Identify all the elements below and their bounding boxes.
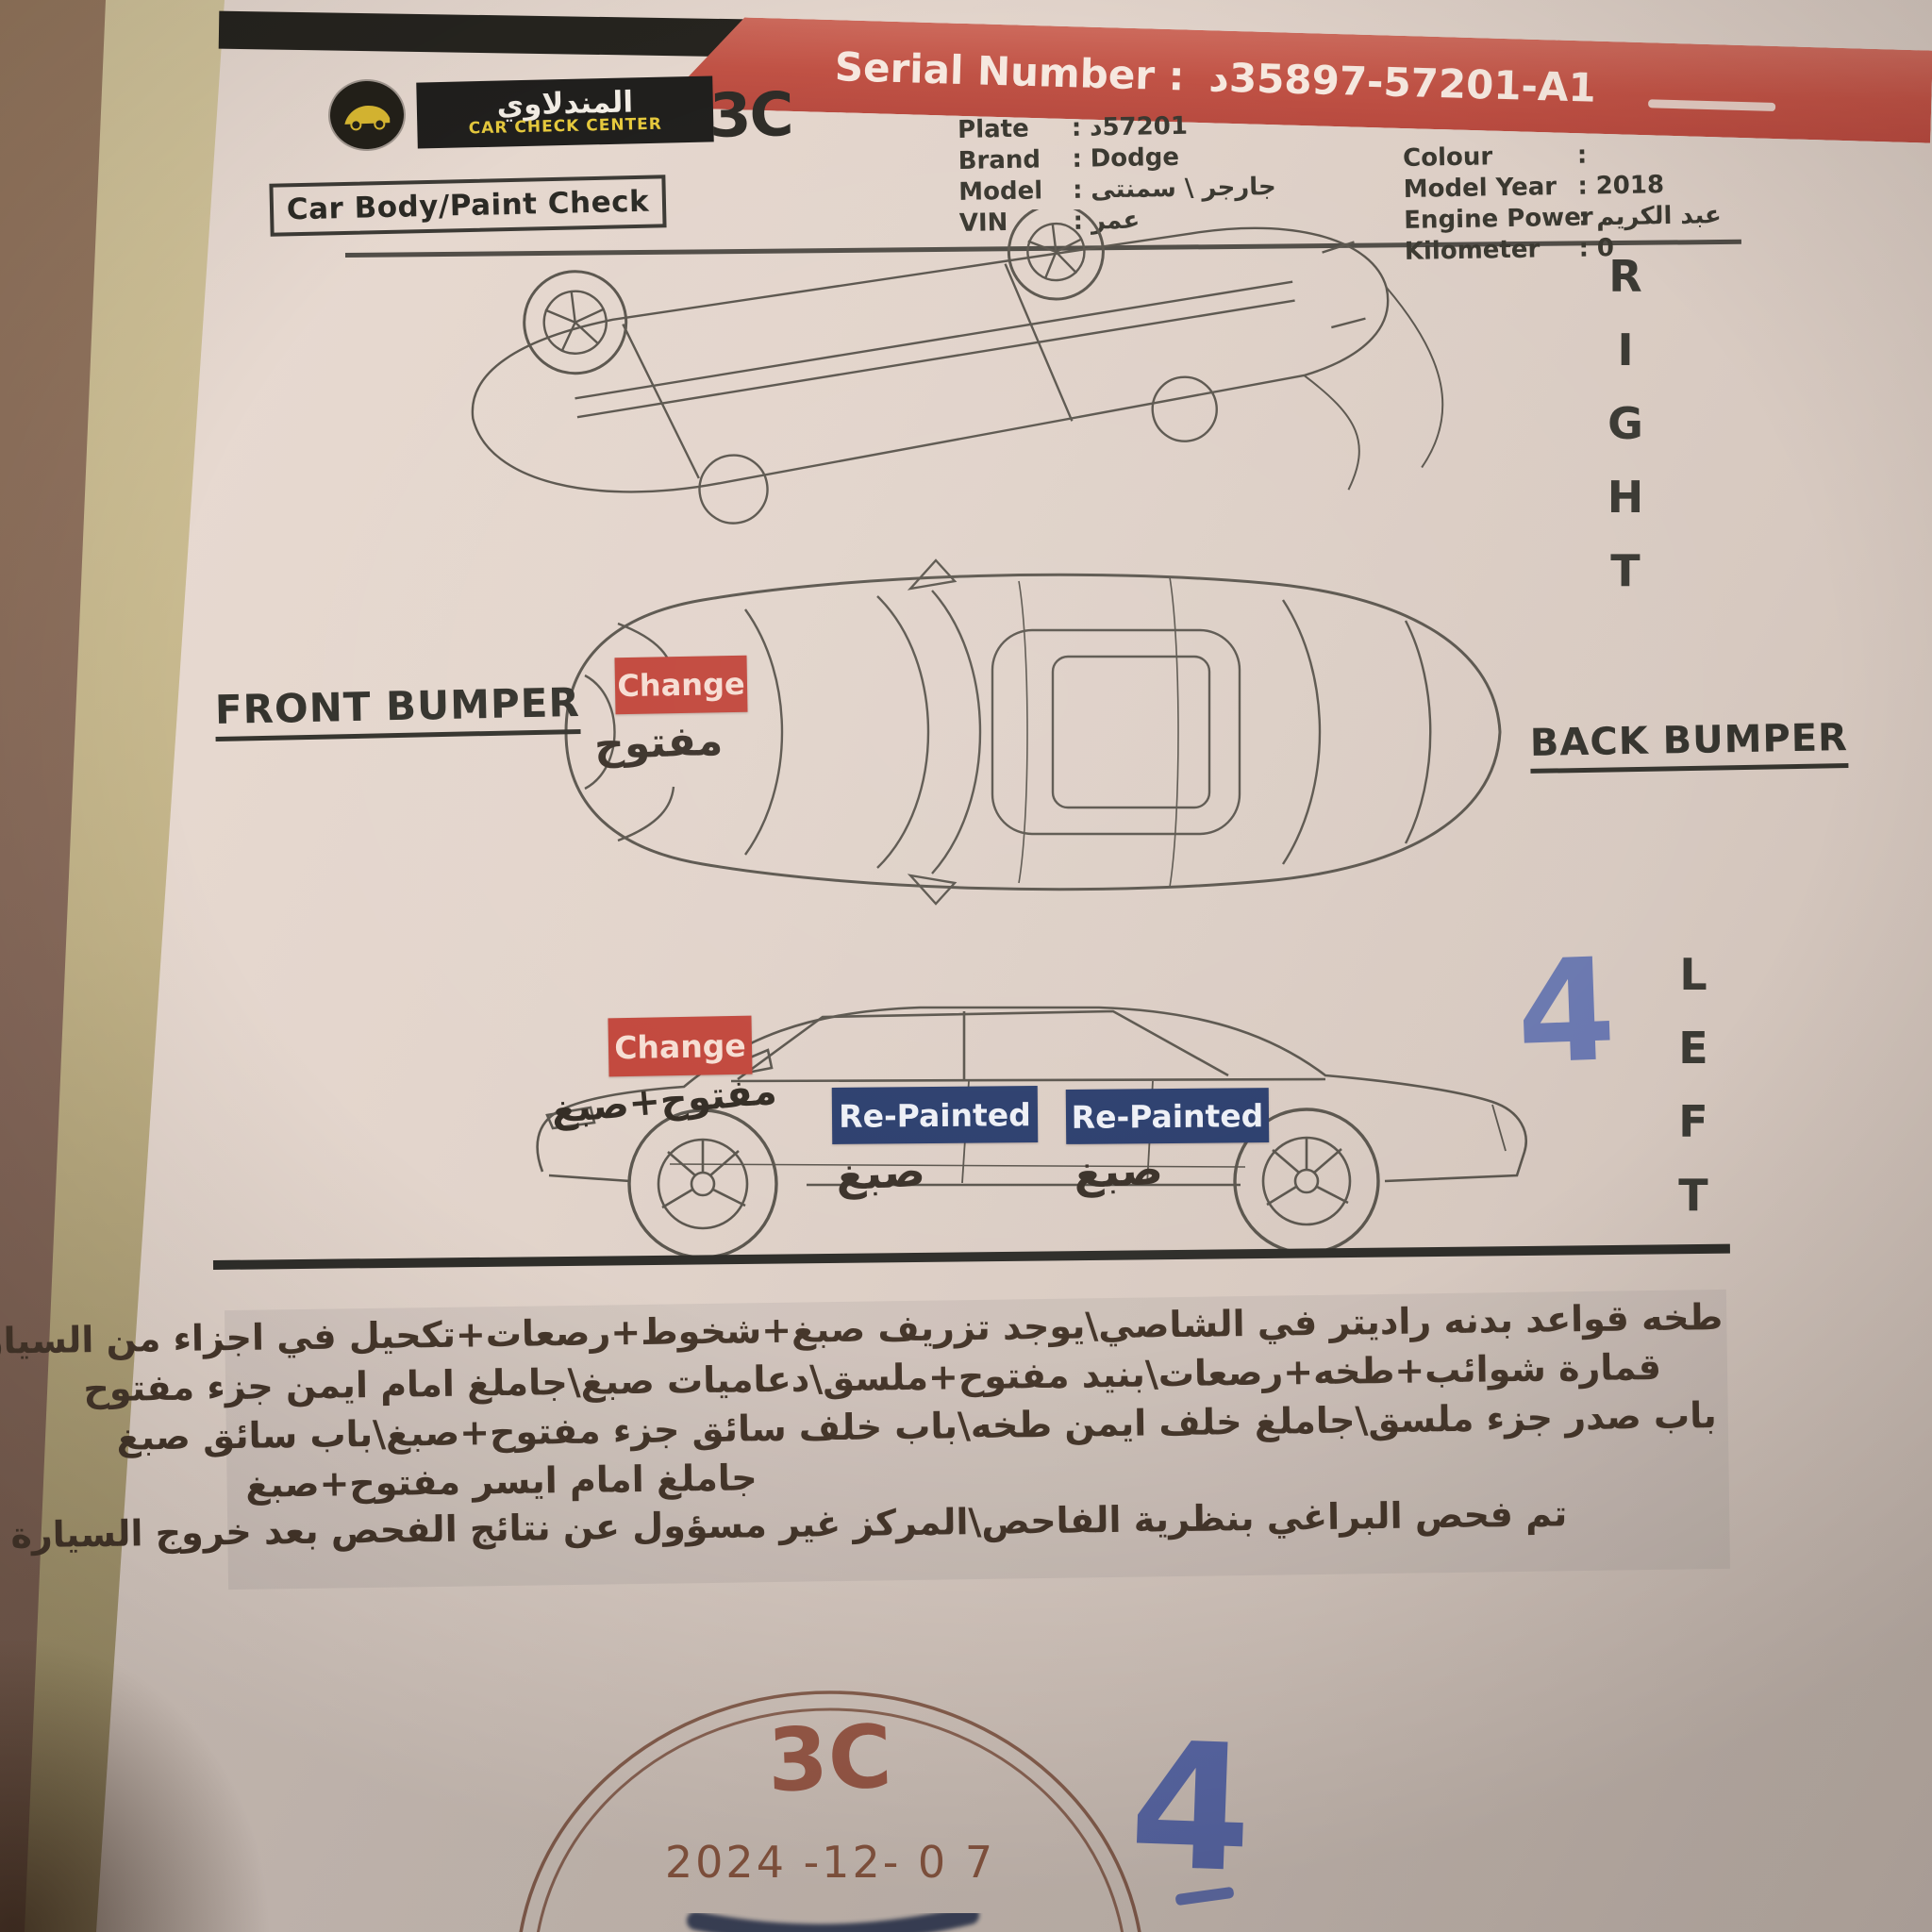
colon: : [1072,175,1083,205]
plate-label: Plate [957,114,1029,144]
repainted-tag-front-door: Re-Painted [831,1086,1039,1144]
model-value: جارجر \ سمنتى [1091,173,1277,205]
car-logo-glyph [344,105,391,131]
right-side-label: RIGHT [1600,251,1651,619]
repainted-note-front-door: صبغ [834,1144,927,1201]
serial-underline-dash [1648,99,1775,111]
model-year-label: Model Year [1403,173,1557,204]
car-logo-icon [328,79,406,151]
page-number-stamp-bottom: 4 [1126,1703,1256,1912]
brand-label: Brand [958,145,1041,175]
inspection-notes-block: طخه قواعد بدنه راديتر في الشاصي\يوجد تزر… [0,1289,1730,1591]
car-underside-diagram [471,209,1444,525]
model-year-value: 2018 [1595,171,1665,201]
back-bumper-label: BACK BUMPER [1529,716,1849,774]
colon: : [1071,113,1082,142]
repainted-tag-rear-door: Re-Painted [1065,1088,1270,1144]
plate-value: د57201 [1089,111,1189,142]
center-round-stamp: 3C 2024 -12- 0 7 [519,1690,1141,1932]
colon: : [1577,172,1589,201]
company-short-code: 3C [708,80,793,152]
notes-line-4: جاملغ امام ايسر مفتوح+صبغ [245,1457,758,1506]
change-note-top-view: مفتوح [593,716,724,770]
colon: : [1576,141,1588,170]
colour-label: Colour [1402,142,1493,173]
brand-value: Dodge [1090,142,1180,174]
colon: : [1577,203,1589,232]
company-name-english: CAR CHECK CENTER [468,114,663,139]
front-bumper-label: FRONT BUMPER [214,678,581,742]
colon: : [1072,144,1083,174]
change-tag-top-view: Change [614,655,748,715]
stamp-date: 2024 -12- 0 7 [665,1837,995,1888]
stamp-code: 3C [766,1707,893,1812]
repainted-note-rear-door: صبغ [1072,1142,1165,1199]
stamp-bottom-text-cutoff [687,1906,979,1932]
company-name-box: المندلاوي CAR CHECK CENTER [416,75,714,149]
change-tag-side-view: Change [608,1015,753,1077]
car-top-view-diagram [564,558,1502,906]
notes-line-3: باب صدر جزء ملسق\جاملغ خلف ايمن طخه\باب … [116,1394,1718,1458]
engine-power-value: عبد الكريم [1595,201,1723,232]
model-label: Model [958,176,1043,207]
left-side-label: LEFT [1668,949,1719,1243]
colon: : [1578,234,1590,263]
notes-line-5: تم فحص البراغي بنظرية الفاحص\المركز غير … [0,1492,1568,1557]
serial-number-value: د35897-57201-A1 [1208,53,1597,111]
serial-number-label: Serial Number : [834,42,1186,100]
